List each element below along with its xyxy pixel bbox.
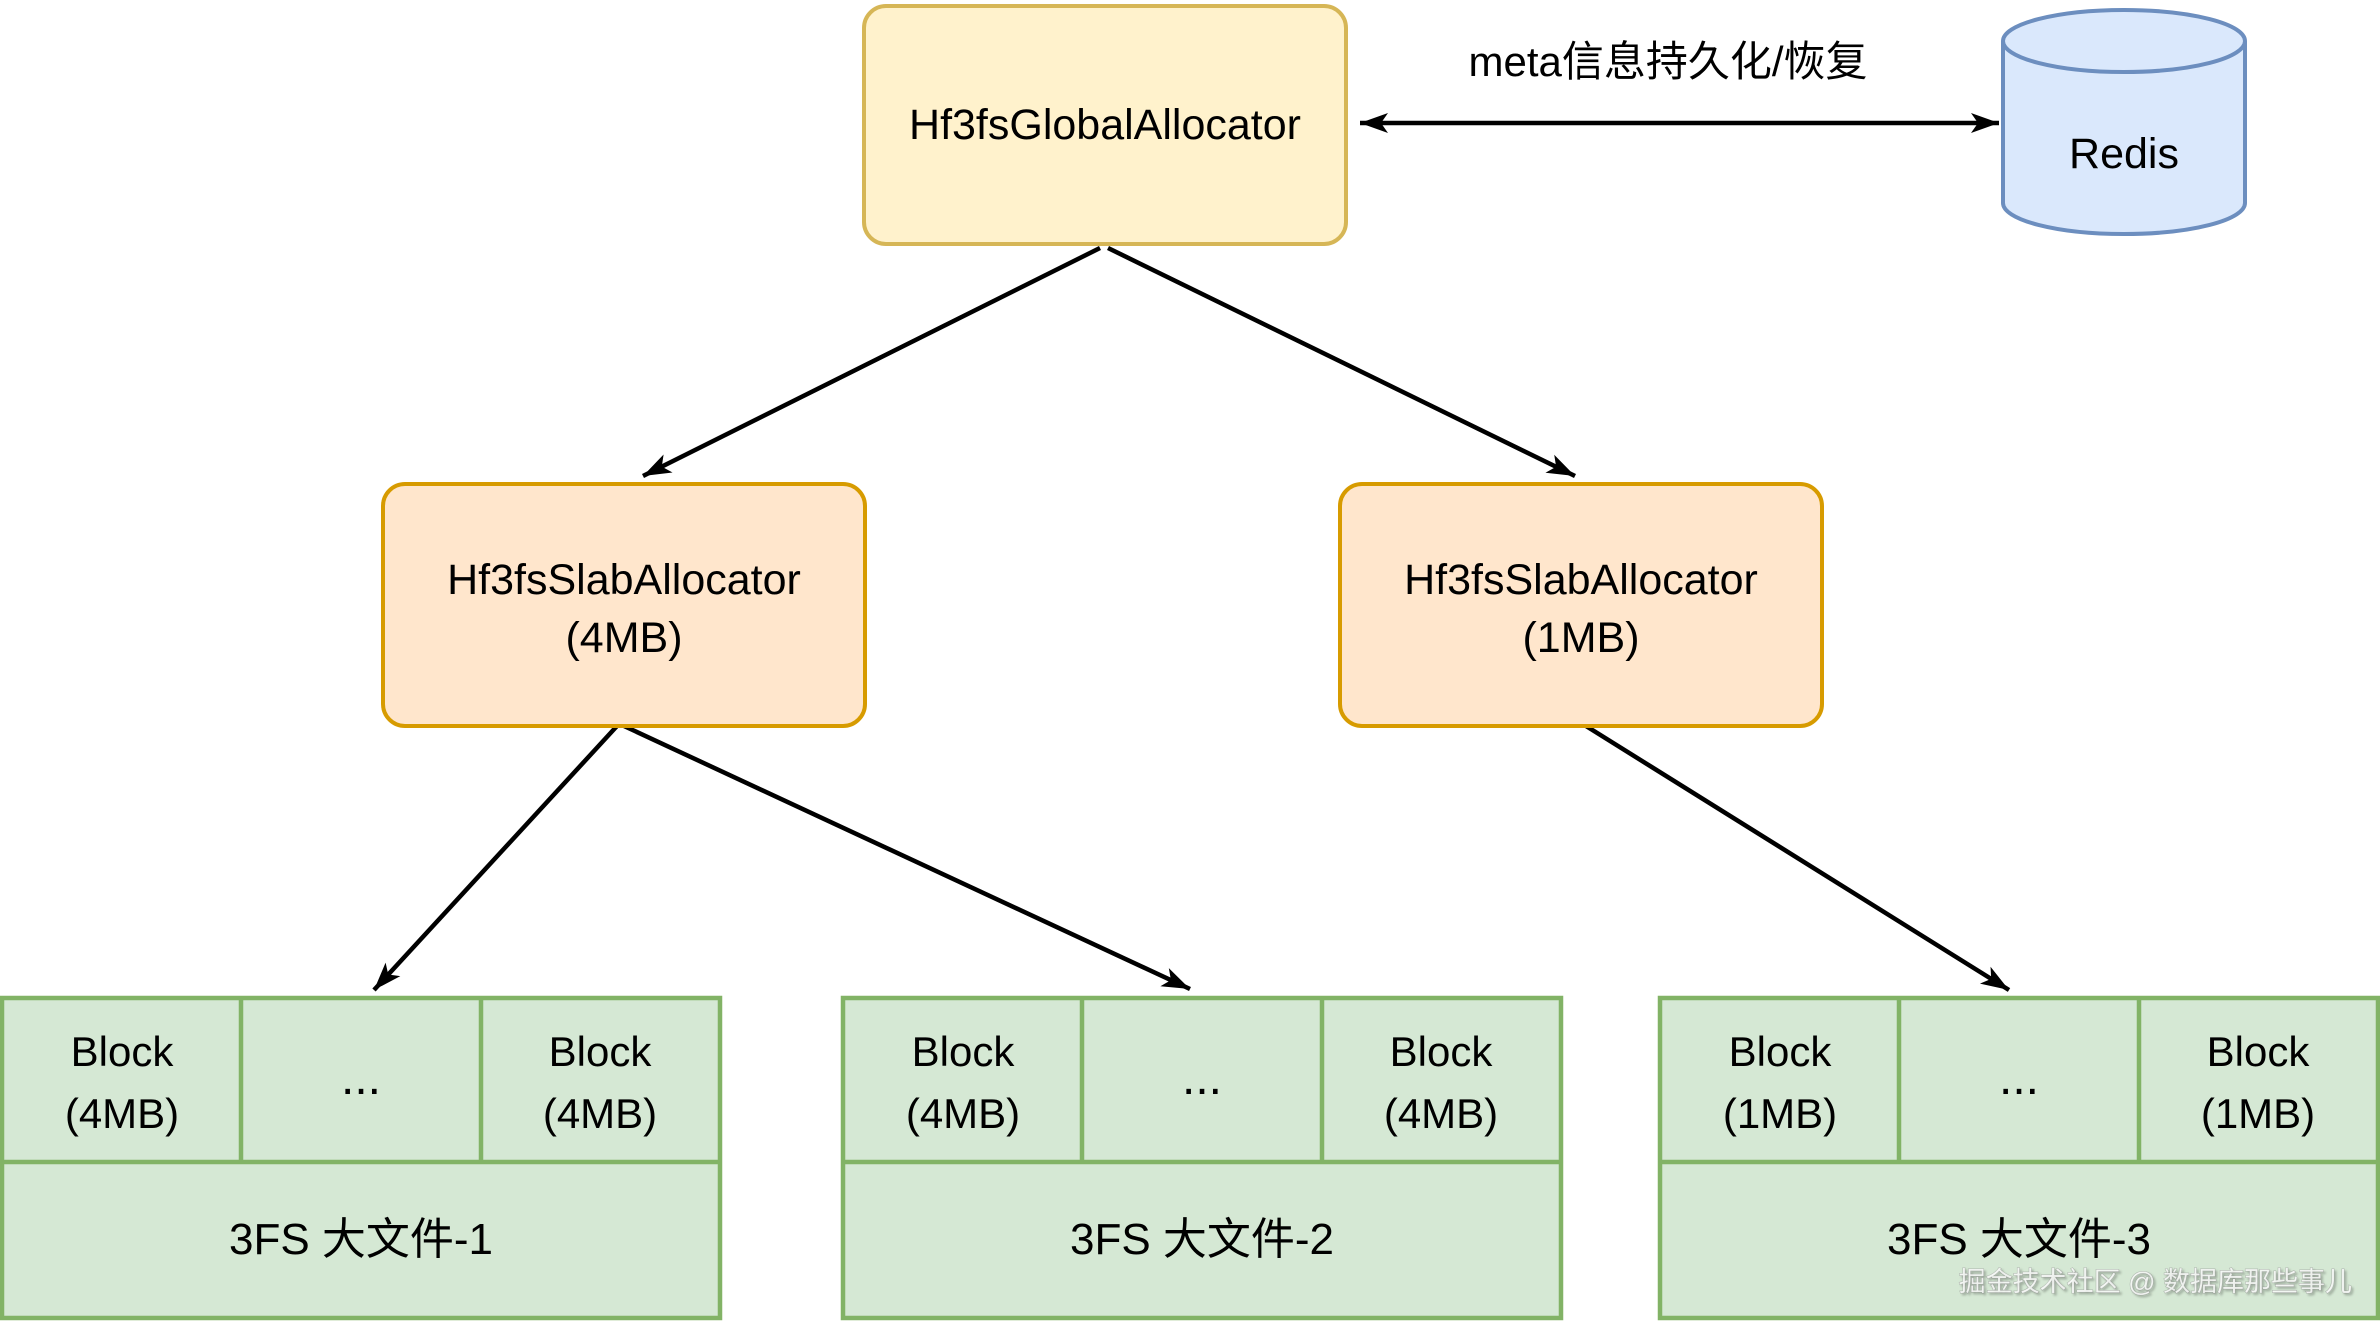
- global-allocator-box: [862, 4, 1348, 246]
- file3-ellipsis: ...: [1999, 1052, 2039, 1105]
- edges: meta信息持久化/恢复: [372, 38, 2011, 992]
- edge-global-to-slab4mb: [641, 245, 1102, 479]
- edge-meta-label: meta信息持久化/恢复: [1468, 38, 1867, 85]
- redis-cylinder-lid: [2001, 40, 2247, 74]
- file1-label: 3FS 大文件-1: [229, 1215, 493, 1264]
- file-table-1: Block (4MB) ... Block (4MB) 3FS 大文件-1: [0, 995, 723, 1321]
- file2-ellipsis: ...: [1182, 1052, 1222, 1105]
- edge-slab4mb-to-file2: [623, 723, 1191, 992]
- file2-label: 3FS 大文件-2: [1070, 1215, 1334, 1264]
- node-slab-allocator-4mb: Hf3fsSlabAllocator (4MB): [381, 482, 867, 728]
- file3-block-right-line2: (1MB): [2201, 1090, 2315, 1137]
- slab-4mb-box: [381, 482, 867, 728]
- file2-block-left-line1: Block: [912, 1028, 1016, 1075]
- slab-1mb-label-line1: Hf3fsSlabAllocator: [1404, 556, 1758, 604]
- file-table-3: Block (1MB) ... Block (1MB) 3FS 大文件-3: [1657, 995, 2380, 1321]
- watermark-text: 掘金技术社区 @ 数据库那些事儿: [1959, 1267, 2352, 1297]
- file-table-2: Block (4MB) ... Block (4MB) 3FS 大文件-2: [840, 995, 1564, 1321]
- file1-block-left-line2: (4MB): [65, 1090, 179, 1137]
- file2-block-right-line1: Block: [1390, 1028, 1494, 1075]
- file1-block-right-line1: Block: [549, 1028, 653, 1075]
- file3-label: 3FS 大文件-3: [1887, 1215, 2151, 1264]
- file1-block-right-line2: (4MB): [543, 1090, 657, 1137]
- file3-block-right-line1: Block: [2207, 1028, 2311, 1075]
- edge-global-to-slab1mb: [1107, 245, 1576, 479]
- file2-block-right-line2: (4MB): [1384, 1090, 1498, 1137]
- file1-block-left-line1: Block: [71, 1028, 175, 1075]
- edge-slab1mb-to-file3: [1584, 724, 2011, 992]
- file1-outline: [0, 995, 723, 1321]
- global-allocator-label: Hf3fsGlobalAllocator: [909, 101, 1301, 149]
- slab-4mb-label-line1: Hf3fsSlabAllocator: [447, 556, 801, 604]
- redis-label: Redis: [2069, 130, 2179, 178]
- file3-block-left-line2: (1MB): [1723, 1090, 1837, 1137]
- slab-1mb-box: [1338, 482, 1824, 728]
- node-slab-allocator-1mb: Hf3fsSlabAllocator (1MB): [1338, 482, 1824, 728]
- file3-block-left-line1: Block: [1729, 1028, 1833, 1075]
- slab-4mb-label-line2: (4MB): [565, 614, 682, 662]
- file2-block-left-line2: (4MB): [906, 1090, 1020, 1137]
- file2-outline: [840, 995, 1564, 1321]
- node-global-allocator: Hf3fsGlobalAllocator: [862, 4, 1348, 246]
- edge-slab4mb-to-file1: [372, 724, 619, 992]
- slab-1mb-label-line2: (1MB): [1522, 614, 1639, 662]
- file3-outline: [1657, 995, 2380, 1321]
- node-redis: Redis: [2001, 8, 2247, 236]
- file1-ellipsis: ...: [341, 1052, 381, 1105]
- redis-cylinder: [2001, 8, 2247, 236]
